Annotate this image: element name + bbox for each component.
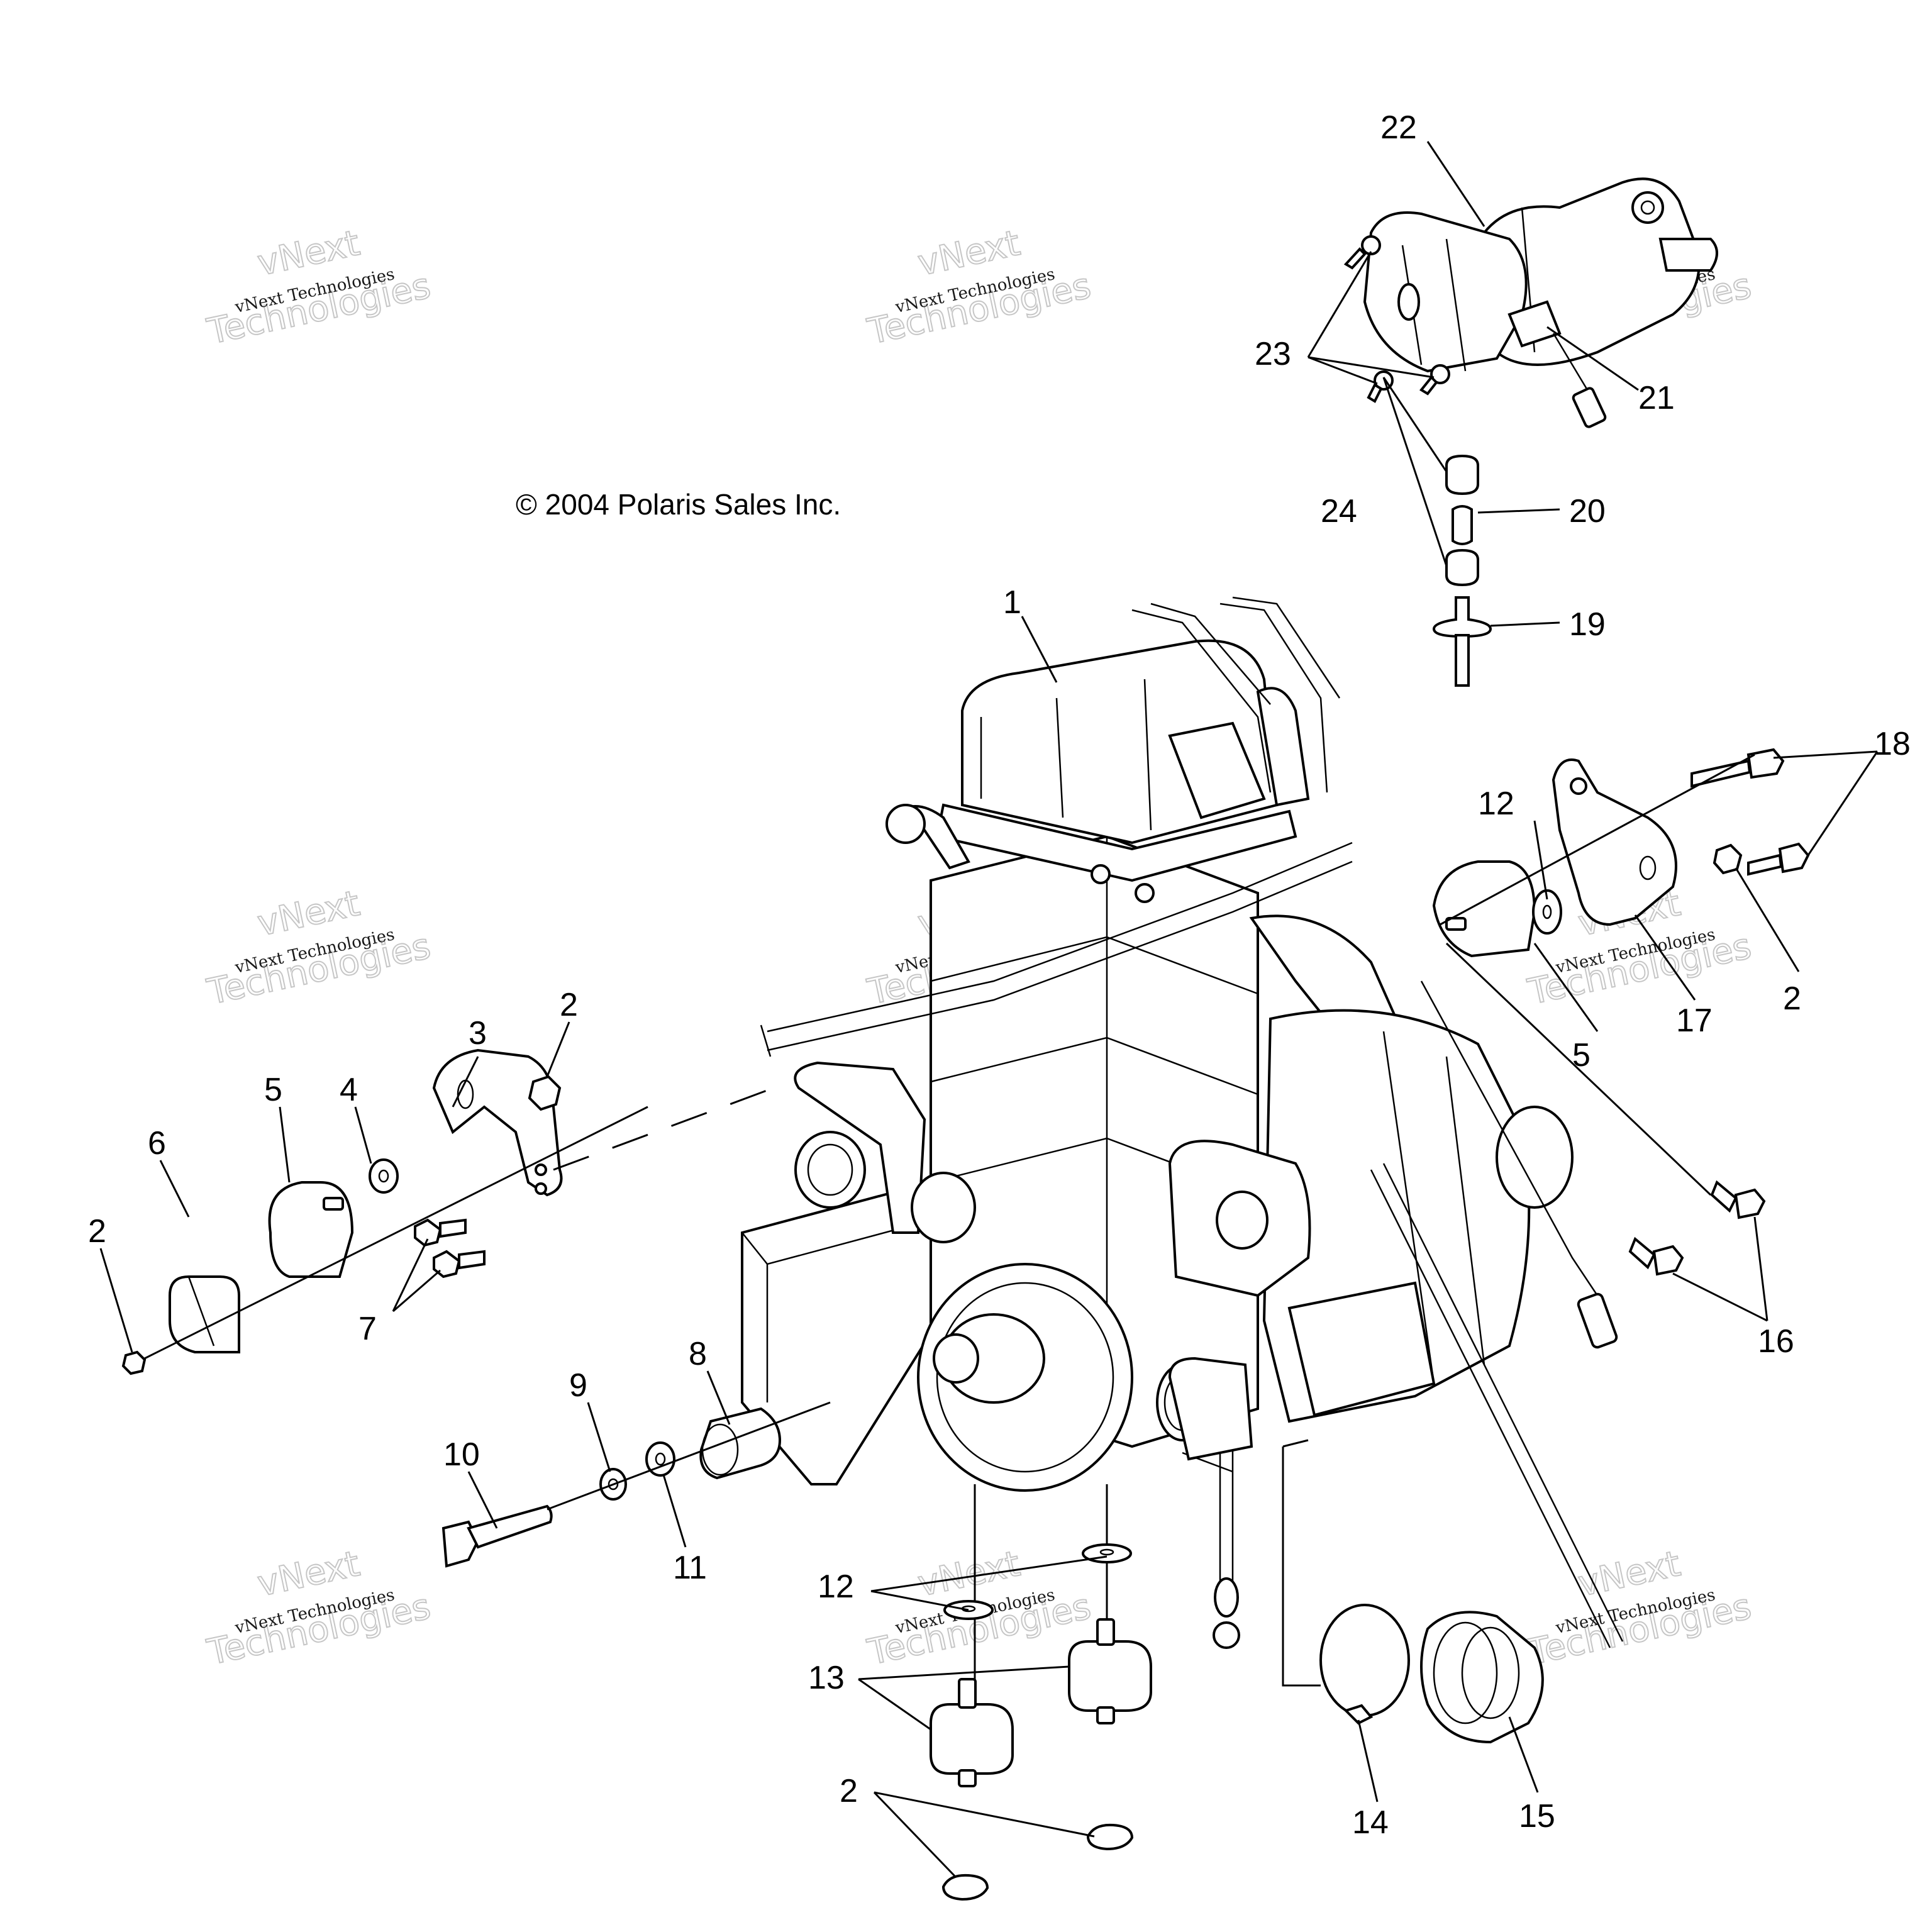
right-mount-assembly: [1432, 748, 1810, 1276]
part-24-cap-bottom: [1445, 548, 1479, 587]
callout-7: 7: [358, 1311, 377, 1347]
callout-12-left: 12: [818, 1568, 854, 1605]
callout-13: 13: [808, 1660, 845, 1696]
clamp-boot: [1319, 1604, 1544, 1744]
part-20-tube: [1452, 505, 1473, 545]
callout-16: 16: [1758, 1323, 1794, 1360]
callout-11: 11: [673, 1550, 707, 1586]
part-2-nut-e: [941, 1874, 989, 1901]
copyright-text: © 2004 Polaris Sales Inc.: [516, 488, 841, 521]
inlet-stack: [1432, 454, 1492, 687]
watermark-4: Technologies vNext vNext Technologies: [203, 882, 435, 1014]
part-10-bolt: [441, 1520, 480, 1568]
throttle-body-assembly: [1343, 177, 1718, 428]
callout-9: 9: [569, 1367, 587, 1404]
callout-19: 19: [1569, 606, 1606, 643]
part-4-washer: [369, 1158, 399, 1194]
part-2-nut-a: [528, 1075, 562, 1111]
watermark-7: Technologies vNext vNext Technologies: [203, 1543, 435, 1674]
callout-18: 18: [1874, 726, 1911, 762]
part-14-clamp: [1319, 1604, 1410, 1717]
callout-17: 17: [1676, 1002, 1713, 1039]
callout-5-left: 5: [264, 1072, 282, 1108]
callout-1: 1: [1003, 584, 1021, 621]
callout-2-right: 2: [1783, 980, 1801, 1017]
part-13-mount-a: [1068, 1640, 1152, 1712]
callout-4: 4: [340, 1072, 358, 1108]
part-24-cap-top: [1445, 454, 1479, 496]
part-12-washer-right: [1532, 889, 1562, 935]
callout-23: 23: [1255, 336, 1291, 372]
exhaust-port: [1168, 1357, 1253, 1461]
callout-3: 3: [469, 1015, 487, 1052]
leader-lines: [99, 141, 1879, 1879]
watermark-1: Technologies vNext vNext Technologies: [203, 222, 435, 353]
part-11-washer: [645, 1441, 675, 1477]
watermark-2: Technologies vNext vNext Technologies: [863, 222, 1095, 353]
callout-15: 15: [1519, 1798, 1555, 1835]
part-21-sensor: [1507, 300, 1562, 348]
callout-6: 6: [148, 1125, 166, 1162]
callout-22: 22: [1380, 109, 1417, 146]
callout-14: 14: [1352, 1804, 1389, 1841]
left-mount-assembly: [121, 1048, 774, 1375]
part-15-boot: [1420, 1611, 1544, 1744]
part-13-mount-b: [930, 1703, 1014, 1775]
throttle-body: [1168, 721, 1266, 819]
part-2-nut-b: [121, 1350, 147, 1375]
part-19-fitting: [1432, 596, 1492, 638]
callout-12-right: 12: [1478, 786, 1514, 822]
intake-elbow: [794, 1061, 926, 1234]
callout-2-bottom: 2: [840, 1773, 858, 1809]
watermark-9: Technologies vNext vNext Technologies: [1524, 1543, 1755, 1674]
part-5-mount-left: [268, 1181, 354, 1278]
part-5-mount-right: [1432, 860, 1536, 958]
callout-24: 24: [1321, 493, 1357, 530]
lower-mounts: [930, 1484, 1152, 1901]
part-8-spacer: [699, 1407, 782, 1480]
part-18-bolts: [1690, 748, 1810, 876]
callout-labels: 1 2 2 2 2 3 4 5 5 6 7 8 9 10 11 12 12 13…: [88, 109, 1911, 1841]
part-2-nut-d: [1086, 1823, 1134, 1851]
callout-2-upper-left: 2: [560, 987, 578, 1023]
engine-assembly: [741, 596, 1624, 1687]
callout-8: 8: [689, 1336, 707, 1372]
callout-10: 10: [443, 1436, 480, 1473]
front-bolt-assembly: [441, 1401, 831, 1568]
part-7-bolts: [414, 1218, 486, 1279]
part-16-bolts: [1628, 1180, 1766, 1276]
callout-21: 21: [1638, 380, 1675, 416]
callout-2-left: 2: [88, 1213, 106, 1250]
part-17-bracket: [1552, 758, 1677, 926]
callout-20: 20: [1569, 493, 1606, 530]
part-6-shield: [169, 1275, 240, 1353]
callout-5-right: 5: [1572, 1037, 1591, 1074]
